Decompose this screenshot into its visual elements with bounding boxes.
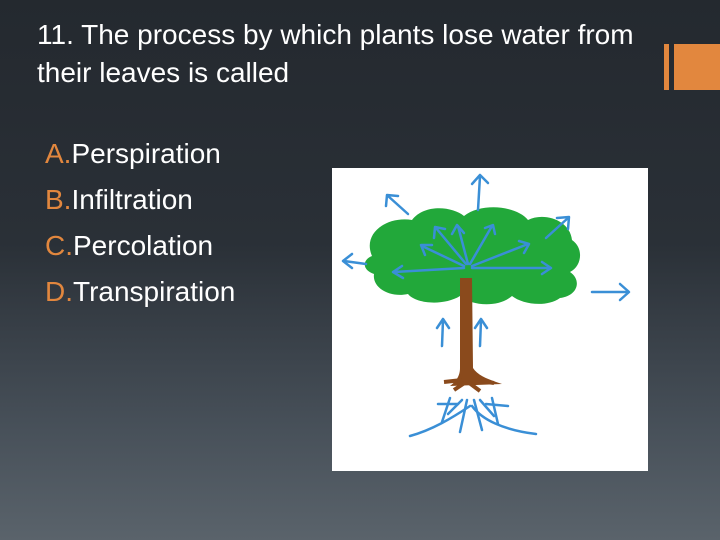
answer-option-a: A.Perspiration bbox=[45, 131, 235, 177]
answer-option-d: D.Transpiration bbox=[45, 269, 235, 315]
transpiration-tree-image bbox=[332, 168, 648, 471]
accent-bar-thick bbox=[674, 44, 720, 90]
answer-option-b: B.Infiltration bbox=[45, 177, 235, 223]
option-letter: A. bbox=[45, 138, 72, 169]
water-arrows bbox=[341, 173, 631, 438]
option-text: Percolation bbox=[73, 230, 214, 261]
accent-bar-decoration bbox=[664, 44, 720, 90]
question-title: 11. The process by which plants lose wat… bbox=[37, 19, 634, 88]
tree-trunk bbox=[450, 278, 502, 386]
accent-bar-thin bbox=[664, 44, 669, 90]
option-text: Transpiration bbox=[73, 276, 236, 307]
tree-roots bbox=[443, 378, 495, 393]
option-letter: B. bbox=[45, 184, 72, 215]
tree-canopy bbox=[364, 207, 581, 305]
answer-option-c: C.Percolation bbox=[45, 223, 235, 269]
option-letter: C. bbox=[45, 230, 73, 261]
option-text: Perspiration bbox=[71, 138, 221, 169]
tree-diagram bbox=[341, 173, 631, 438]
answer-options: A.Perspiration B.Infiltration C.Percolat… bbox=[45, 131, 235, 315]
option-text: Infiltration bbox=[71, 184, 193, 215]
option-letter: D. bbox=[45, 276, 73, 307]
